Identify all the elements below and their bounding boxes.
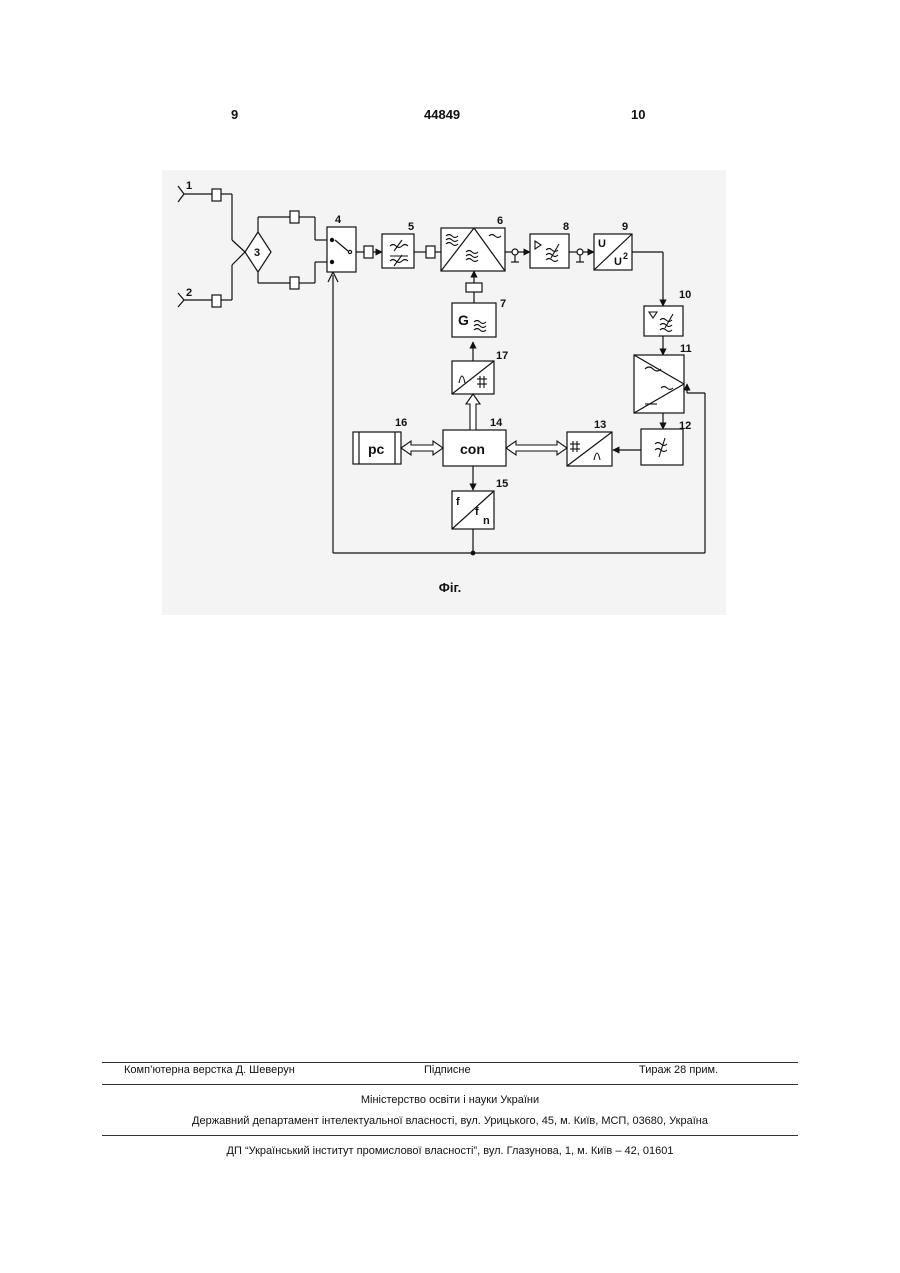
f-out-label: f <box>475 506 479 518</box>
u-exponent-label: 2 <box>623 251 628 261</box>
f-in-label: f <box>456 496 460 508</box>
figure-caption: Фіг. <box>0 580 900 595</box>
block-number-15: 15 <box>496 478 508 490</box>
block-number-6: 6 <box>497 215 503 227</box>
block-number-3: 3 <box>254 247 260 259</box>
footer-rule-middle <box>102 1084 798 1085</box>
footer-department: Державний департамент інтелектуальної вл… <box>0 1115 900 1127</box>
generator-label: G <box>458 312 469 328</box>
block-number-12: 12 <box>679 420 691 432</box>
pc-label: pc <box>368 441 385 457</box>
block-number-13: 13 <box>594 419 606 431</box>
block-number-10: 10 <box>679 289 691 301</box>
block-number-17: 17 <box>496 350 508 362</box>
block-number-8: 8 <box>563 221 569 233</box>
terminal-label-2: 2 <box>186 287 192 299</box>
block-diagram: 1 2 3 4 5 6 7 8 9 10 11 12 13 14 15 16 1… <box>162 170 726 615</box>
footer-rule-top <box>102 1062 798 1063</box>
footer-print-run: Тираж 28 прим. <box>639 1064 718 1076</box>
footer-layout: Комп’ютерна верстка Д. Шеверун <box>124 1064 295 1076</box>
block-number-4: 4 <box>335 214 342 226</box>
terminal-label-1: 1 <box>186 180 192 192</box>
footer-signed: Підписне <box>424 1064 471 1076</box>
block-number-11: 11 <box>680 343 692 355</box>
footer-ministry: Міністерство освіти і науки України <box>0 1094 900 1106</box>
f-n-label: n <box>483 515 490 527</box>
footer-rule-bottom <box>102 1135 798 1136</box>
con-label: con <box>460 441 485 457</box>
block-number-5: 5 <box>408 221 414 233</box>
block-number-14: 14 <box>490 417 503 429</box>
footer-institute: ДП “Український інститут промислової вла… <box>0 1145 900 1157</box>
page-number-left: 9 <box>231 107 238 122</box>
document-number: 44849 <box>424 107 460 122</box>
u-in-label: U <box>598 238 606 250</box>
block-number-16: 16 <box>395 417 407 429</box>
block-number-9: 9 <box>622 221 628 233</box>
page-number-right: 10 <box>631 107 645 122</box>
block-number-7: 7 <box>500 298 506 310</box>
u-out-label: U <box>614 256 622 268</box>
